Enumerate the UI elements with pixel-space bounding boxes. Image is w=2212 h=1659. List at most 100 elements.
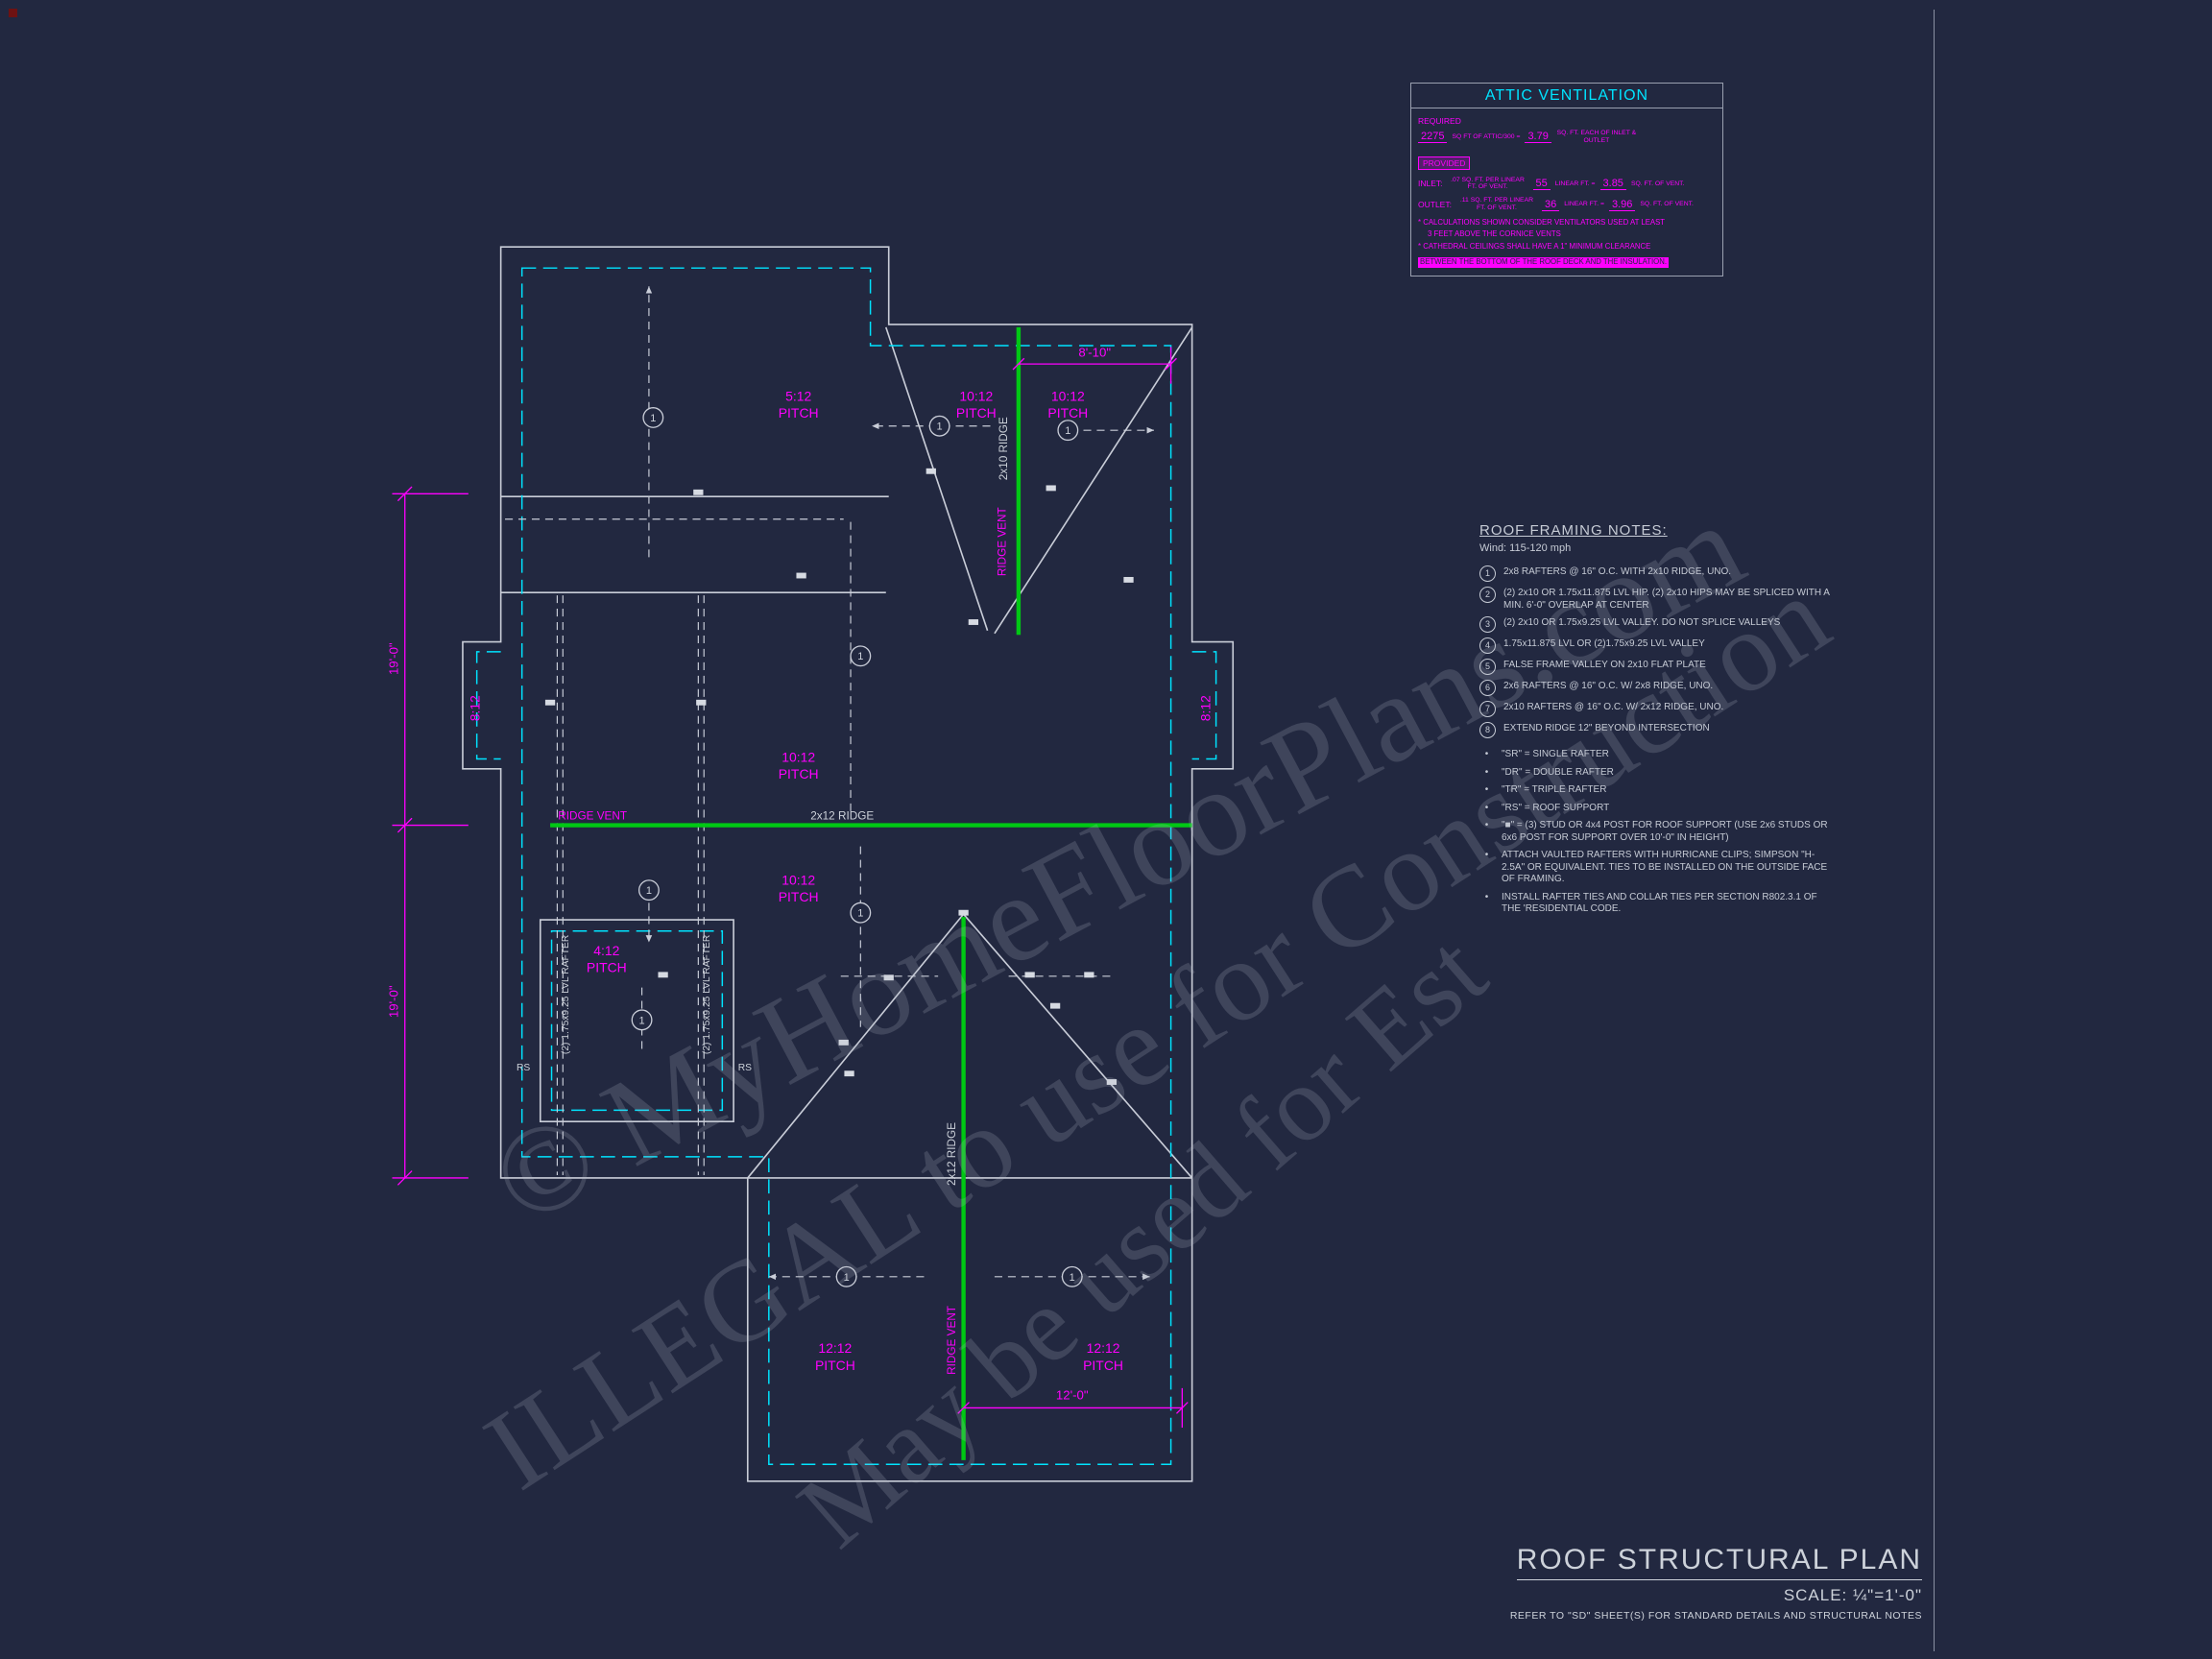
note-text: 2x8 RAFTERS @ 16" O.C. WITH 2x10 RIDGE, … xyxy=(1503,566,1732,577)
framing-note: 2 (2) 2x10 OR 1.75x11.875 LVL HIP. (2) 2x… xyxy=(1479,587,1837,612)
pitch-label: 5:12 xyxy=(785,388,811,403)
framing-bullet: •ATTACH VAULTED RAFTERS WITH HURRICANE C… xyxy=(1479,849,1837,886)
attic-area-value: 2275 xyxy=(1418,131,1448,144)
bullet-icon: • xyxy=(1484,850,1489,860)
pitch-label: PITCH xyxy=(779,405,819,421)
note-text: INSTALL RAFTER TIES AND COLLAR TIES PER … xyxy=(1502,891,1817,915)
rafter-dashed-lines xyxy=(505,286,1154,1281)
inlet-result-unit: SQ. FT. OF VENT. xyxy=(1630,180,1685,187)
note-text: (2) 2x10 OR 1.75x11.875 LVL HIP. (2) 2x1… xyxy=(1503,588,1830,611)
ridge-vent-label: RIDGE VENT xyxy=(997,507,1009,576)
ridge-label-2x12: 2x12 RIDGE xyxy=(810,810,874,823)
title-block: ROOF STRUCTURAL PLAN SCALE: ¼"=1'-0" REF… xyxy=(1510,1544,1922,1622)
note-marker: 1 xyxy=(844,1272,850,1284)
framing-note: 1 2x8 RAFTERS @ 16" O.C. WITH 2x10 RIDGE,… xyxy=(1479,565,1837,582)
pitch-label: 12:12 xyxy=(1087,1340,1120,1356)
dim-label-19-lower: 19'-0" xyxy=(386,985,400,1018)
inlet-label: INLET: xyxy=(1418,179,1443,189)
framing-bullet: •"SR" = SINGLE RAFTER xyxy=(1479,748,1837,761)
framing-note: 4 1.75x11.875 LVL OR (2)1.75x9.25 LVL VAL… xyxy=(1479,637,1837,654)
bullet-icon: • xyxy=(1484,749,1489,759)
gable-slope-right xyxy=(962,913,1193,1179)
sheet-title: ROOF STRUCTURAL PLAN xyxy=(1516,1544,1922,1580)
pitch-label: 10:12 xyxy=(1051,388,1085,403)
pitch-label: 10:12 xyxy=(781,872,815,887)
pitch-label: PITCH xyxy=(1047,405,1088,421)
note-text: "DR" = DOUBLE RAFTER xyxy=(1502,766,1614,778)
framing-bullet: • INSTALL RAFTER TIES AND COLLAR TIES PER… xyxy=(1479,891,1837,916)
roof-support-box xyxy=(539,919,734,1122)
note-number: 1 xyxy=(1479,565,1496,582)
attic-footnote: 3 FEET ABOVE THE CORNICE VENTS xyxy=(1428,229,1561,239)
inlet-linear-unit: LINEAR FT. = xyxy=(1554,180,1596,187)
required-row: 2275 SQ FT OF ATTIC/300 = 3.79 SQ. FT. E… xyxy=(1418,130,1716,145)
framing-notes-title: ROOF FRAMING NOTES: xyxy=(1479,522,1668,539)
eave-offset-dashed xyxy=(475,267,1217,1465)
gable-slope-left xyxy=(747,913,965,1179)
ridge-vent-lines xyxy=(550,326,1192,1460)
pitch-label: 10:12 xyxy=(959,388,993,403)
framing-bullet: •"■" = (3) STUD OR 4x4 POST FOR ROOF SUP… xyxy=(1479,819,1837,844)
roof-perimeter xyxy=(462,246,1235,1482)
eave-offset-support-box xyxy=(550,930,724,1112)
pitch-label: PITCH xyxy=(779,889,819,904)
eave-offset-left-bump xyxy=(475,651,501,760)
framing-bullet: •"RS" = ROOF SUPPORT xyxy=(1479,802,1837,815)
note-marker: 1 xyxy=(639,1015,645,1026)
inlet-rate: .07 SQ. FT. PER LINEAR FT. OF VENT. xyxy=(1451,176,1525,191)
dim-label-12-0: 12'-0" xyxy=(1056,1388,1089,1403)
attic-ventilation-table: ATTIC VENTILATION REQUIRED 2275 SQ FT OF… xyxy=(1410,83,1723,277)
framing-bullet: • "DR" = DOUBLE RAFTER xyxy=(1479,766,1837,780)
sheet-note: REFER TO "SD" SHEET(S) FOR STANDARD DETA… xyxy=(1509,1610,1922,1622)
sheet-scale: SCALE: ¼"=1'-0" xyxy=(1783,1586,1922,1604)
framing-note: 7 2x10 RAFTERS @ 16" O.C. W/ 2x12 RIDGE, … xyxy=(1479,701,1837,717)
pitch-label: 12:12 xyxy=(818,1340,852,1356)
pitch-label: PITCH xyxy=(956,405,997,421)
plan-labels: 5:12 PITCH 10:12 PITCH 10:12 PITCH 10:12… xyxy=(386,346,1213,1403)
pitch-label: 10:12 xyxy=(781,749,815,764)
required-suffix: SQ. FT. EACH OF INLET & OUTLET xyxy=(1556,130,1637,144)
note-number: 2 xyxy=(1479,587,1496,603)
note-marker: 1 xyxy=(1070,1272,1075,1284)
pitch-label-right-bump: 8:12 xyxy=(1198,695,1214,721)
ridge-vent-label: RIDGE VENT xyxy=(946,1306,958,1375)
note-text: 1.75x11.875 LVL OR (2)1.75x9.25 LVL VALL… xyxy=(1503,638,1705,649)
note-text: (2) 2x10 OR 1.75x9.25 LVL VALLEY. DO NOT… xyxy=(1503,617,1781,628)
ridge-vent-label: RIDGE VENT xyxy=(558,810,627,823)
pitch-label-left-bump: 8:12 xyxy=(468,695,483,721)
dim-label-8-10: 8'-10" xyxy=(1078,346,1111,360)
ridge-label-2x12: 2x12 RIDGE xyxy=(946,1122,958,1186)
note-text: "■" = (3) STUD OR 4x4 POST FOR ROOF SUPP… xyxy=(1502,820,1828,843)
pitch-label: PITCH xyxy=(815,1358,855,1373)
note-text: 2x10 RAFTERS @ 16" O.C. W/ 2x12 RIDGE, U… xyxy=(1503,702,1724,712)
attic-footnote: * CALCULATIONS SHOWN CONSIDER VENTILATOR… xyxy=(1418,217,1666,227)
sheet-border-line xyxy=(1934,10,1935,1651)
note-number: 5 xyxy=(1479,659,1496,675)
attic-ventilation-title: ATTIC VENTILATION xyxy=(1411,84,1722,108)
eave-offset-right-bump xyxy=(1191,651,1217,760)
corner-marker xyxy=(9,9,17,17)
inlet-result: 3.85 xyxy=(1599,178,1626,190)
note-marker: 1 xyxy=(650,413,656,424)
note-number: 7 xyxy=(1479,701,1496,717)
attic-ventilation-body: REQUIRED 2275 SQ FT OF ATTIC/300 = 3.79 … xyxy=(1411,108,1722,276)
bullet-icon: • xyxy=(1484,802,1489,813)
pitch-label: PITCH xyxy=(1083,1358,1123,1373)
required-formula: SQ FT OF ATTIC/300 = xyxy=(1452,132,1521,140)
bullet-icon: • xyxy=(1484,891,1489,902)
note-marker: 1 xyxy=(937,421,943,433)
inlet-linear-value: 55 xyxy=(1532,178,1551,190)
attic-footnote-highlighted: BETWEEN THE BOTTOM OF THE ROOF DECK AND … xyxy=(1418,257,1670,268)
required-result: 3.79 xyxy=(1525,131,1551,144)
inlet-row: INLET: .07 SQ. FT. PER LINEAR FT. OF VEN… xyxy=(1418,177,1716,192)
dim-label-19-upper: 19'-0" xyxy=(386,642,400,675)
note-marker: 1 xyxy=(1065,425,1070,437)
attic-footnote: * CATHEDRAL CEILINGS SHALL HAVE A 1" MIN… xyxy=(1418,241,1651,251)
note-text: EXTEND RIDGE 12" BEYOND INTERSECTION xyxy=(1503,723,1710,733)
dimension-lines xyxy=(392,347,1189,1429)
note-number: 4 xyxy=(1479,637,1496,654)
bullet-icon: • xyxy=(1484,766,1489,778)
